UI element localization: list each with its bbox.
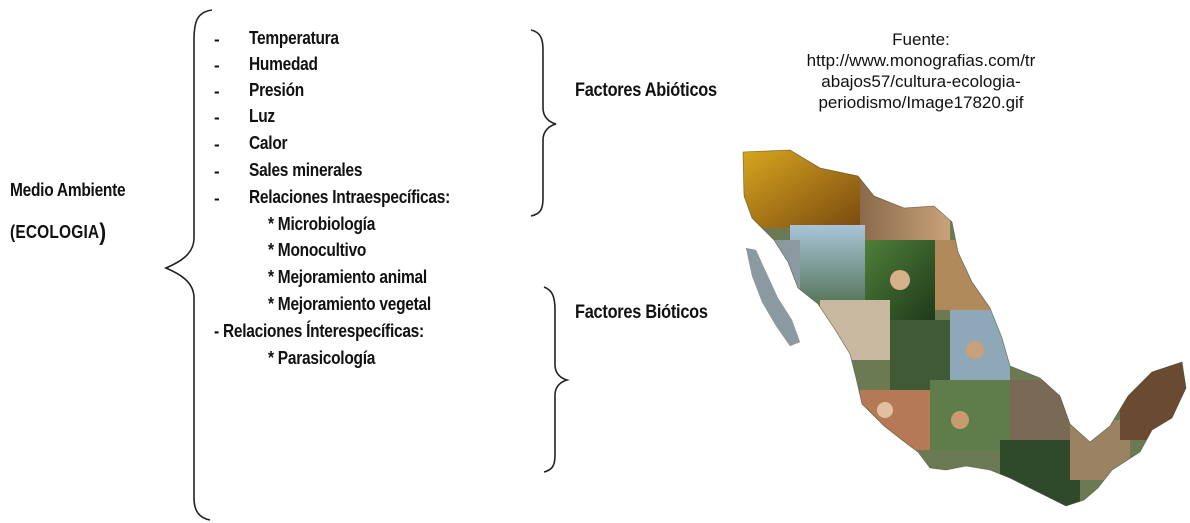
- list-item-humedad: Humedad: [249, 54, 318, 74]
- list-item-relaciones-intra: Relaciones Intraespecíficas:: [249, 187, 450, 207]
- abiotic-brace: [530, 29, 557, 217]
- root-subtitle-paren: ): [99, 219, 107, 246]
- list-item-relaciones-inter: - Relaciones Ínterespecíficas:: [214, 321, 424, 341]
- list-bullet: -: [214, 30, 220, 49]
- main-brace: [163, 9, 213, 521]
- source-citation: Fuente: http://www.monografias.com/tr ab…: [768, 29, 1074, 113]
- list-item-calor: Calor: [249, 133, 288, 153]
- list-bullet: -: [214, 108, 220, 127]
- list-item-presion: Presión: [249, 80, 304, 100]
- source-line: periodismo/Image17820.gif: [818, 93, 1024, 112]
- sub-item-mejoramiento-animal: * Mejoramiento animal: [268, 267, 427, 287]
- sub-item-mejoramiento-vegetal: * Mejoramiento vegetal: [268, 294, 431, 314]
- source-line: Fuente:: [892, 30, 950, 49]
- group-label-biotic: Factores Bióticos: [575, 302, 708, 323]
- list-item-luz: Luz: [249, 106, 275, 126]
- root-subtitle-text: (ECOLOGIA: [10, 222, 100, 242]
- sub-item-parasicologia: * Parasicología: [268, 348, 376, 368]
- sub-item-monocultivo: * Monocultivo: [268, 240, 367, 260]
- sub-item-microbiologia: * Microbiología: [268, 214, 376, 234]
- root-title: Medio Ambiente: [10, 180, 126, 200]
- mexico-map-collage: [742, 149, 1187, 507]
- source-line: http://www.monografias.com/tr: [806, 51, 1036, 70]
- root-subtitle: (ECOLOGIA): [10, 219, 106, 247]
- list-bullet: -: [214, 82, 220, 101]
- list-bullet: -: [214, 189, 220, 208]
- group-label-abiotic: Factores Abióticos: [575, 80, 717, 101]
- list-bullet: -: [214, 135, 220, 154]
- list-bullet: -: [214, 162, 220, 181]
- biotic-brace: [543, 286, 570, 473]
- source-line: abajos57/cultura-ecologia-: [821, 72, 1021, 91]
- list-item-sales-minerales: Sales minerales: [249, 160, 363, 180]
- list-bullet: -: [214, 56, 220, 75]
- list-item-temperatura: Temperatura: [249, 28, 339, 48]
